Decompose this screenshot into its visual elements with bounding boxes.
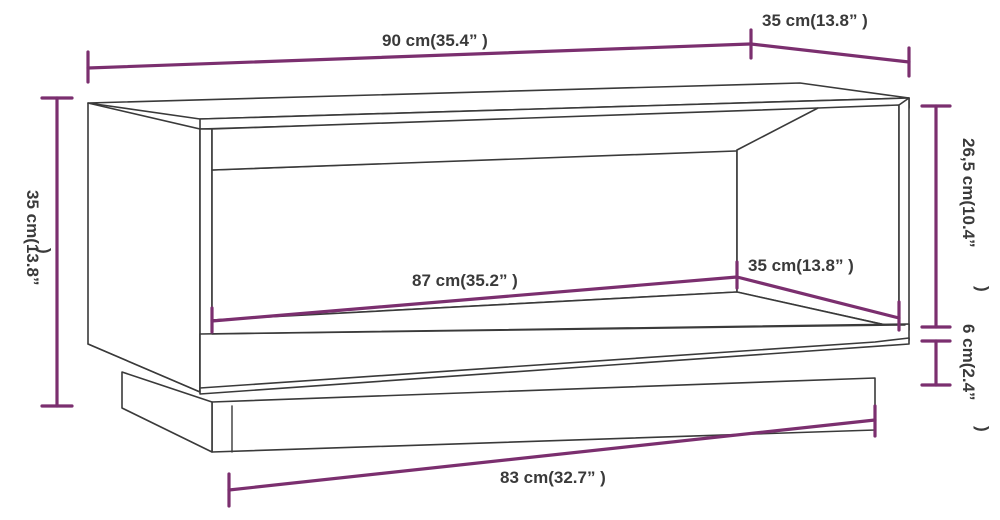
overall-width-line — [86, 42, 752, 70]
bottom-front-rail — [199, 337, 910, 395]
right-side-panel — [898, 97, 910, 331]
left-side-panel — [87, 102, 201, 393]
inner-height-label: 26,5 cm(10.4” — [959, 138, 978, 248]
base-left-face — [121, 371, 213, 453]
base-height-label-paren-group: ) — [973, 426, 992, 432]
base-width-line — [227, 418, 877, 492]
inner-height-label-paren-group: ) — [973, 286, 992, 292]
base-height-label-paren: ) — [973, 426, 992, 432]
dimension-labels: 90 cm(35.4” ) 35 cm(13.8” ) 35 cm(13.8” … — [23, 11, 992, 487]
left-panel-bottom-edge — [87, 343, 201, 393]
inner-width-label: 87 cm(35.2” ) — [412, 271, 518, 290]
base-height-label: 6 cm(2.4” — [959, 324, 978, 401]
cabinet-drawing — [87, 82, 910, 453]
overall-height-label-group: 35 cm(13.8” — [23, 190, 42, 285]
base-front-face — [211, 377, 876, 453]
interior-back-wall — [211, 149, 738, 321]
base-width-label: 83 cm(32.7” ) — [500, 468, 606, 487]
bottom-shelf-lip — [211, 324, 906, 335]
overall-depth-label: 35 cm(13.8” ) — [762, 11, 868, 30]
inner-height-label-paren: ) — [973, 286, 992, 292]
inner-height-label-group: 26,5 cm(10.4” — [959, 138, 978, 248]
inner-depth-line — [735, 275, 901, 320]
base-height-label-group: 6 cm(2.4” — [959, 324, 978, 401]
inner-width-line — [210, 275, 739, 323]
overall-width-label: 90 cm(35.4” ) — [382, 31, 488, 50]
interior-right-wall — [736, 104, 900, 329]
overall-depth-line — [749, 42, 911, 64]
inner-depth-label: 35 cm(13.8” ) — [748, 256, 854, 275]
overall-height-label-paren: ) — [35, 248, 54, 254]
overall-height-label-paren-group: ) — [35, 248, 54, 254]
overall-height-label: 35 cm(13.8” — [23, 190, 42, 285]
dimension-lines — [40, 28, 952, 508]
